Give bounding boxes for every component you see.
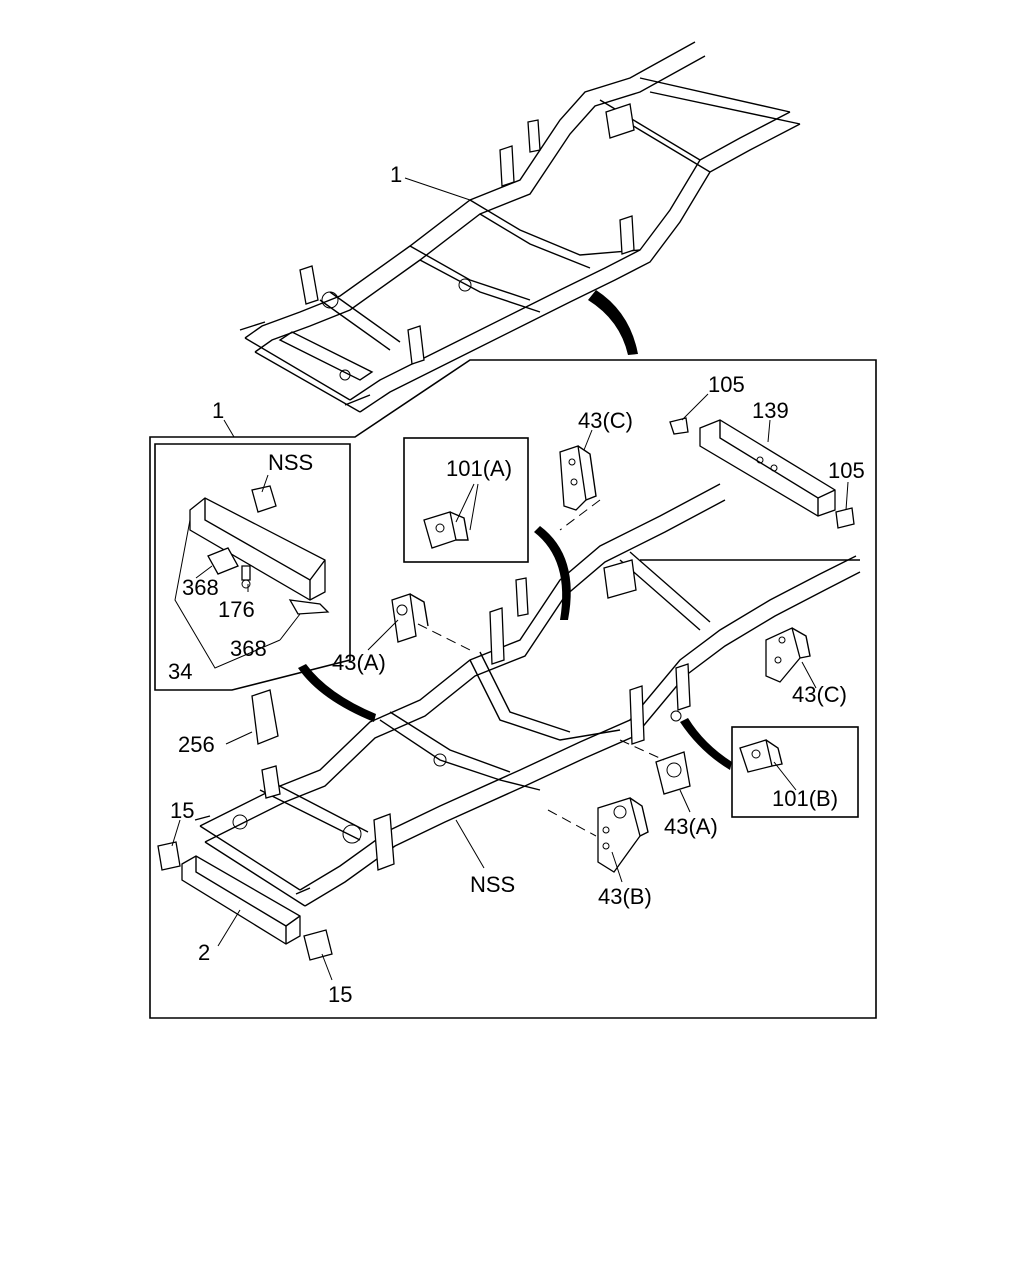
callout-top-frame: 1	[390, 162, 402, 187]
curved-arrow-top	[588, 290, 638, 355]
clip-105-right	[835, 507, 855, 529]
bracket-101a	[423, 511, 469, 549]
bracket-101b	[739, 739, 783, 773]
callout-inset-frame: 1	[212, 398, 224, 423]
bracket-43a-left	[391, 593, 429, 643]
bracket-43c-top	[559, 445, 597, 511]
callout-256: 256	[178, 732, 215, 757]
callout-frame-nss: NSS	[470, 872, 515, 897]
curved-arrow-101a	[534, 526, 571, 620]
mount-256	[251, 689, 279, 745]
callout-43c-top: 43(C)	[578, 408, 633, 433]
callout-15-left: 15	[170, 798, 194, 823]
callout-inset-368b: 368	[230, 636, 267, 661]
callout-43b: 43(B)	[598, 884, 652, 909]
bracket-43a-bottom	[655, 751, 691, 795]
crossmember-139	[699, 419, 836, 517]
top-frame-assembly: 1	[239, 41, 801, 413]
callout-inset-34: 34	[168, 659, 192, 684]
inset-detail-border	[154, 443, 351, 691]
callout-2: 2	[198, 940, 210, 965]
bracket-15-left	[157, 841, 181, 871]
callout-43a-left: 43(A)	[332, 650, 386, 675]
bracket-15-bottom	[303, 929, 333, 961]
bracket-43c-right	[765, 627, 811, 683]
bracket-43b	[597, 797, 649, 873]
crossmember-2	[181, 855, 301, 945]
callout-101a: 101(A)	[446, 456, 512, 481]
callout-43a-bottom: 43(A)	[664, 814, 718, 839]
callout-101b: 101(B)	[772, 786, 838, 811]
curved-arrow-101b	[680, 718, 732, 770]
callout-139: 139	[752, 398, 789, 423]
detail-101b-border	[731, 726, 859, 818]
clip-105-top	[669, 417, 689, 435]
callout-105-right: 105	[828, 458, 865, 483]
inset-crossmember	[189, 485, 330, 615]
detail-101a-border	[403, 437, 529, 563]
callout-15-bottom: 15	[328, 982, 352, 1007]
callout-inset-nss: NSS	[268, 450, 313, 475]
callout-105-top: 105	[708, 372, 745, 397]
callout-inset-176: 176	[218, 597, 255, 622]
callout-inset-368a: 368	[182, 575, 219, 600]
main-frame	[194, 483, 861, 907]
callout-43c-right: 43(C)	[792, 682, 847, 707]
main-detail-border	[149, 359, 877, 1019]
curved-arrow-left	[298, 664, 376, 722]
